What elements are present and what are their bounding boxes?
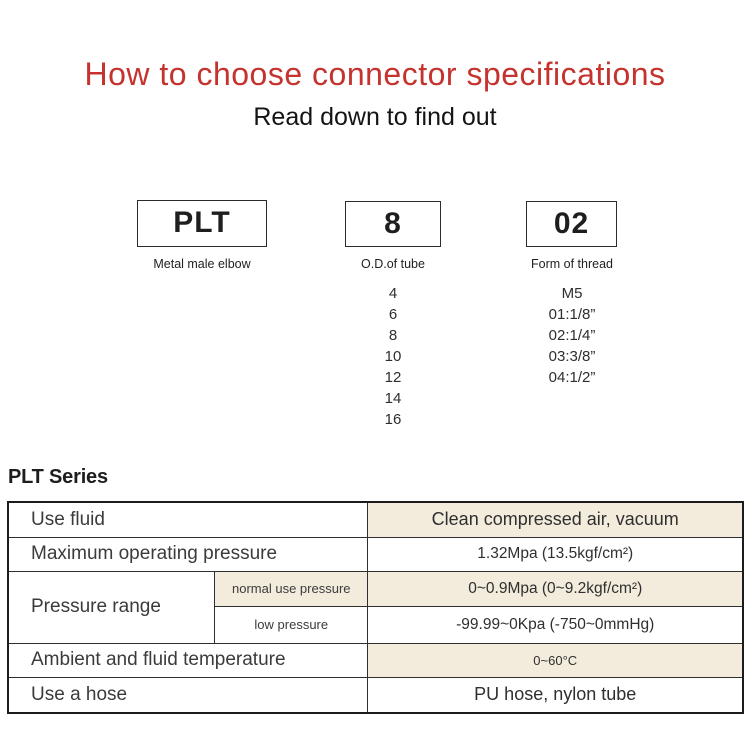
- tube-size-list: 4 6 8 10 12 14 16: [343, 283, 443, 430]
- thread-form-item: 03:3/8”: [548, 348, 596, 365]
- spec-label-max-pressure: Maximum operating pressure: [7, 536, 369, 572]
- segment-label-series: Metal male elbow: [153, 257, 251, 271]
- spec-label-hose: Use a hose: [7, 676, 369, 714]
- tube-size-item: 16: [384, 411, 402, 428]
- tube-size-item: 6: [388, 306, 398, 323]
- tube-size-item: 12: [384, 369, 402, 386]
- series-heading: PLT Series: [8, 466, 108, 488]
- spec-row-hose: Use a hose PU hose, nylon tube: [7, 676, 744, 714]
- page-subtitle: Read down to find out: [253, 103, 497, 131]
- tube-size-item: 8: [388, 327, 398, 344]
- spec-row-temperature: Ambient and fluid temperature 0~60°C: [7, 642, 744, 678]
- thread-form-item: 01:1/8”: [548, 306, 596, 323]
- spec-table: Use fluid Clean compressed air, vacuum M…: [7, 501, 744, 714]
- model-code-box-thread: 02: [526, 201, 617, 247]
- model-code-series-text: PLT: [173, 206, 231, 239]
- spec-sublabel-normal-pressure: normal use pressure: [214, 570, 369, 607]
- spec-label-pressure-range: Pressure range: [7, 570, 216, 644]
- page-title: How to choose connector specifications: [84, 56, 666, 92]
- spec-sublabel-low-pressure: low pressure: [214, 605, 369, 644]
- segment-label-thread: Form of thread: [531, 257, 613, 271]
- model-code-box-tube-od: 8: [345, 201, 441, 247]
- spec-row-pressure-low: low pressure -99.99~0Kpa (-750~0mmHg): [8, 605, 744, 644]
- spec-value-hose: PU hose, nylon tube: [367, 676, 744, 714]
- spec-value-max-pressure: 1.32Mpa (13.5kgf/cm²): [367, 536, 744, 572]
- thread-form-list: M5 01:1/8” 02:1/4” 03:3/8” 04:1/2”: [512, 283, 632, 388]
- spec-row-use-fluid: Use fluid Clean compressed air, vacuum: [7, 501, 744, 538]
- spec-value-low-pressure: -99.99~0Kpa (-750~0mmHg): [367, 605, 744, 644]
- spec-value-normal-pressure: 0~0.9Mpa (0~9.2kgf/cm²): [367, 570, 744, 607]
- spec-row-pressure-normal: Pressure range normal use pressure 0~0.9…: [7, 570, 744, 644]
- spec-value-temperature: 0~60°C: [367, 642, 744, 678]
- model-code-thread-text: 02: [553, 207, 590, 240]
- thread-form-item: 02:1/4”: [548, 327, 596, 344]
- tube-size-item: 14: [384, 390, 402, 407]
- spec-label-temperature: Ambient and fluid temperature: [7, 642, 369, 678]
- model-code-box-series: PLT: [137, 200, 267, 247]
- thread-form-item: M5: [561, 285, 583, 302]
- tube-size-item: 4: [388, 285, 398, 302]
- thread-form-item: 04:1/2”: [548, 369, 596, 386]
- tube-size-item: 10: [384, 348, 402, 365]
- spec-value-use-fluid: Clean compressed air, vacuum: [367, 501, 744, 538]
- spec-row-max-pressure: Maximum operating pressure 1.32Mpa (13.5…: [7, 536, 744, 572]
- model-code-tube-od-text: 8: [384, 207, 402, 240]
- segment-label-tube-od: O.D.of tube: [361, 257, 425, 271]
- spec-label-use-fluid: Use fluid: [7, 501, 369, 538]
